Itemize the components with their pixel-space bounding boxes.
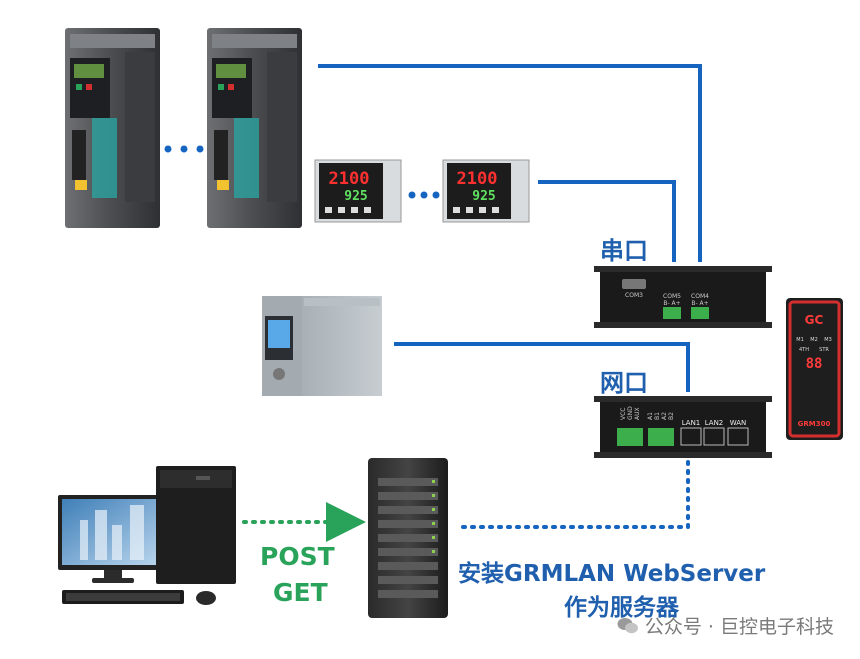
serial-port-label: 串口 (600, 237, 648, 265)
grm-module: GC M1 M2 M3 4TH STR 88 GRM300 (786, 298, 843, 440)
lan-term-gnd: GND (627, 406, 634, 420)
grm-model: GRM300 (798, 420, 831, 428)
lan-term-b1: B1 (654, 412, 661, 420)
grm-led-m2: M2 (810, 337, 818, 343)
network-port-label: 网口 (600, 369, 648, 397)
desktop-computer (58, 466, 236, 605)
connection-lines (318, 64, 702, 392)
drive-serial-line (318, 64, 702, 262)
post-label: POST (260, 542, 335, 571)
server-caption-line2: 作为服务器 (564, 595, 679, 621)
server-caption-line1: 安装GRMLAN WebServer (458, 561, 766, 587)
temperature-controller-1: 2100 925 (314, 159, 402, 223)
serial-port-com5: COM5 (663, 293, 681, 300)
ellipsis-dots (164, 145, 440, 199)
controller-2-pv: 2100 (457, 169, 498, 189)
controller-serial-line (538, 180, 676, 262)
grm-digits: 88 (806, 356, 823, 372)
grm-logo: GC (805, 313, 824, 327)
lan-term-b2: B2 (668, 412, 675, 420)
controller-2-sv: 925 (472, 189, 495, 204)
frequency-drive-1 (65, 28, 160, 228)
grm-led-m3: M3 (824, 337, 832, 343)
wechat-icon (617, 617, 638, 633)
grm-led-str: STR (819, 347, 829, 353)
lan-term-a1: A1 (647, 412, 654, 420)
get-label: GET (273, 578, 328, 607)
lan-term-aux: AUX (634, 407, 641, 420)
lan-port-lan2: LAN2 (705, 419, 724, 427)
serial-port-com3: COM3 (625, 292, 643, 299)
watermark: 公众号 · 巨控电子科技 (617, 612, 834, 639)
temperature-controller-2: 2100 925 (442, 159, 530, 223)
serial-term-com5: B- A+ (663, 300, 680, 307)
grm-led-m1: M1 (796, 337, 804, 343)
serial-gateway: COM3 COM5 B- A+ COM4 B- A+ (594, 266, 772, 328)
lan-gateway: VCC GND AUX A1 B1 A2 B2 LAN1 LAN2 WAN (594, 396, 772, 458)
controller-1-sv: 925 (344, 189, 367, 204)
server-rack (368, 458, 448, 618)
lan-term-vcc: VCC (620, 408, 627, 420)
lan-port-lan1: LAN1 (682, 419, 701, 427)
plc-cpu (262, 296, 382, 396)
gateway-server-dotted-line (456, 460, 690, 529)
watermark-text: 公众号 · 巨控电子科技 (644, 616, 834, 638)
serial-term-com4: B- A+ (691, 300, 708, 307)
lan-port-wan: WAN (730, 419, 747, 427)
grm-led-4th: 4TH (799, 347, 809, 353)
lan-term-a2: A2 (661, 412, 668, 420)
controller-1-pv: 2100 (329, 169, 370, 189)
serial-port-com4: COM4 (691, 293, 709, 300)
plc-network-line (394, 342, 690, 392)
frequency-drive-2 (207, 28, 302, 228)
